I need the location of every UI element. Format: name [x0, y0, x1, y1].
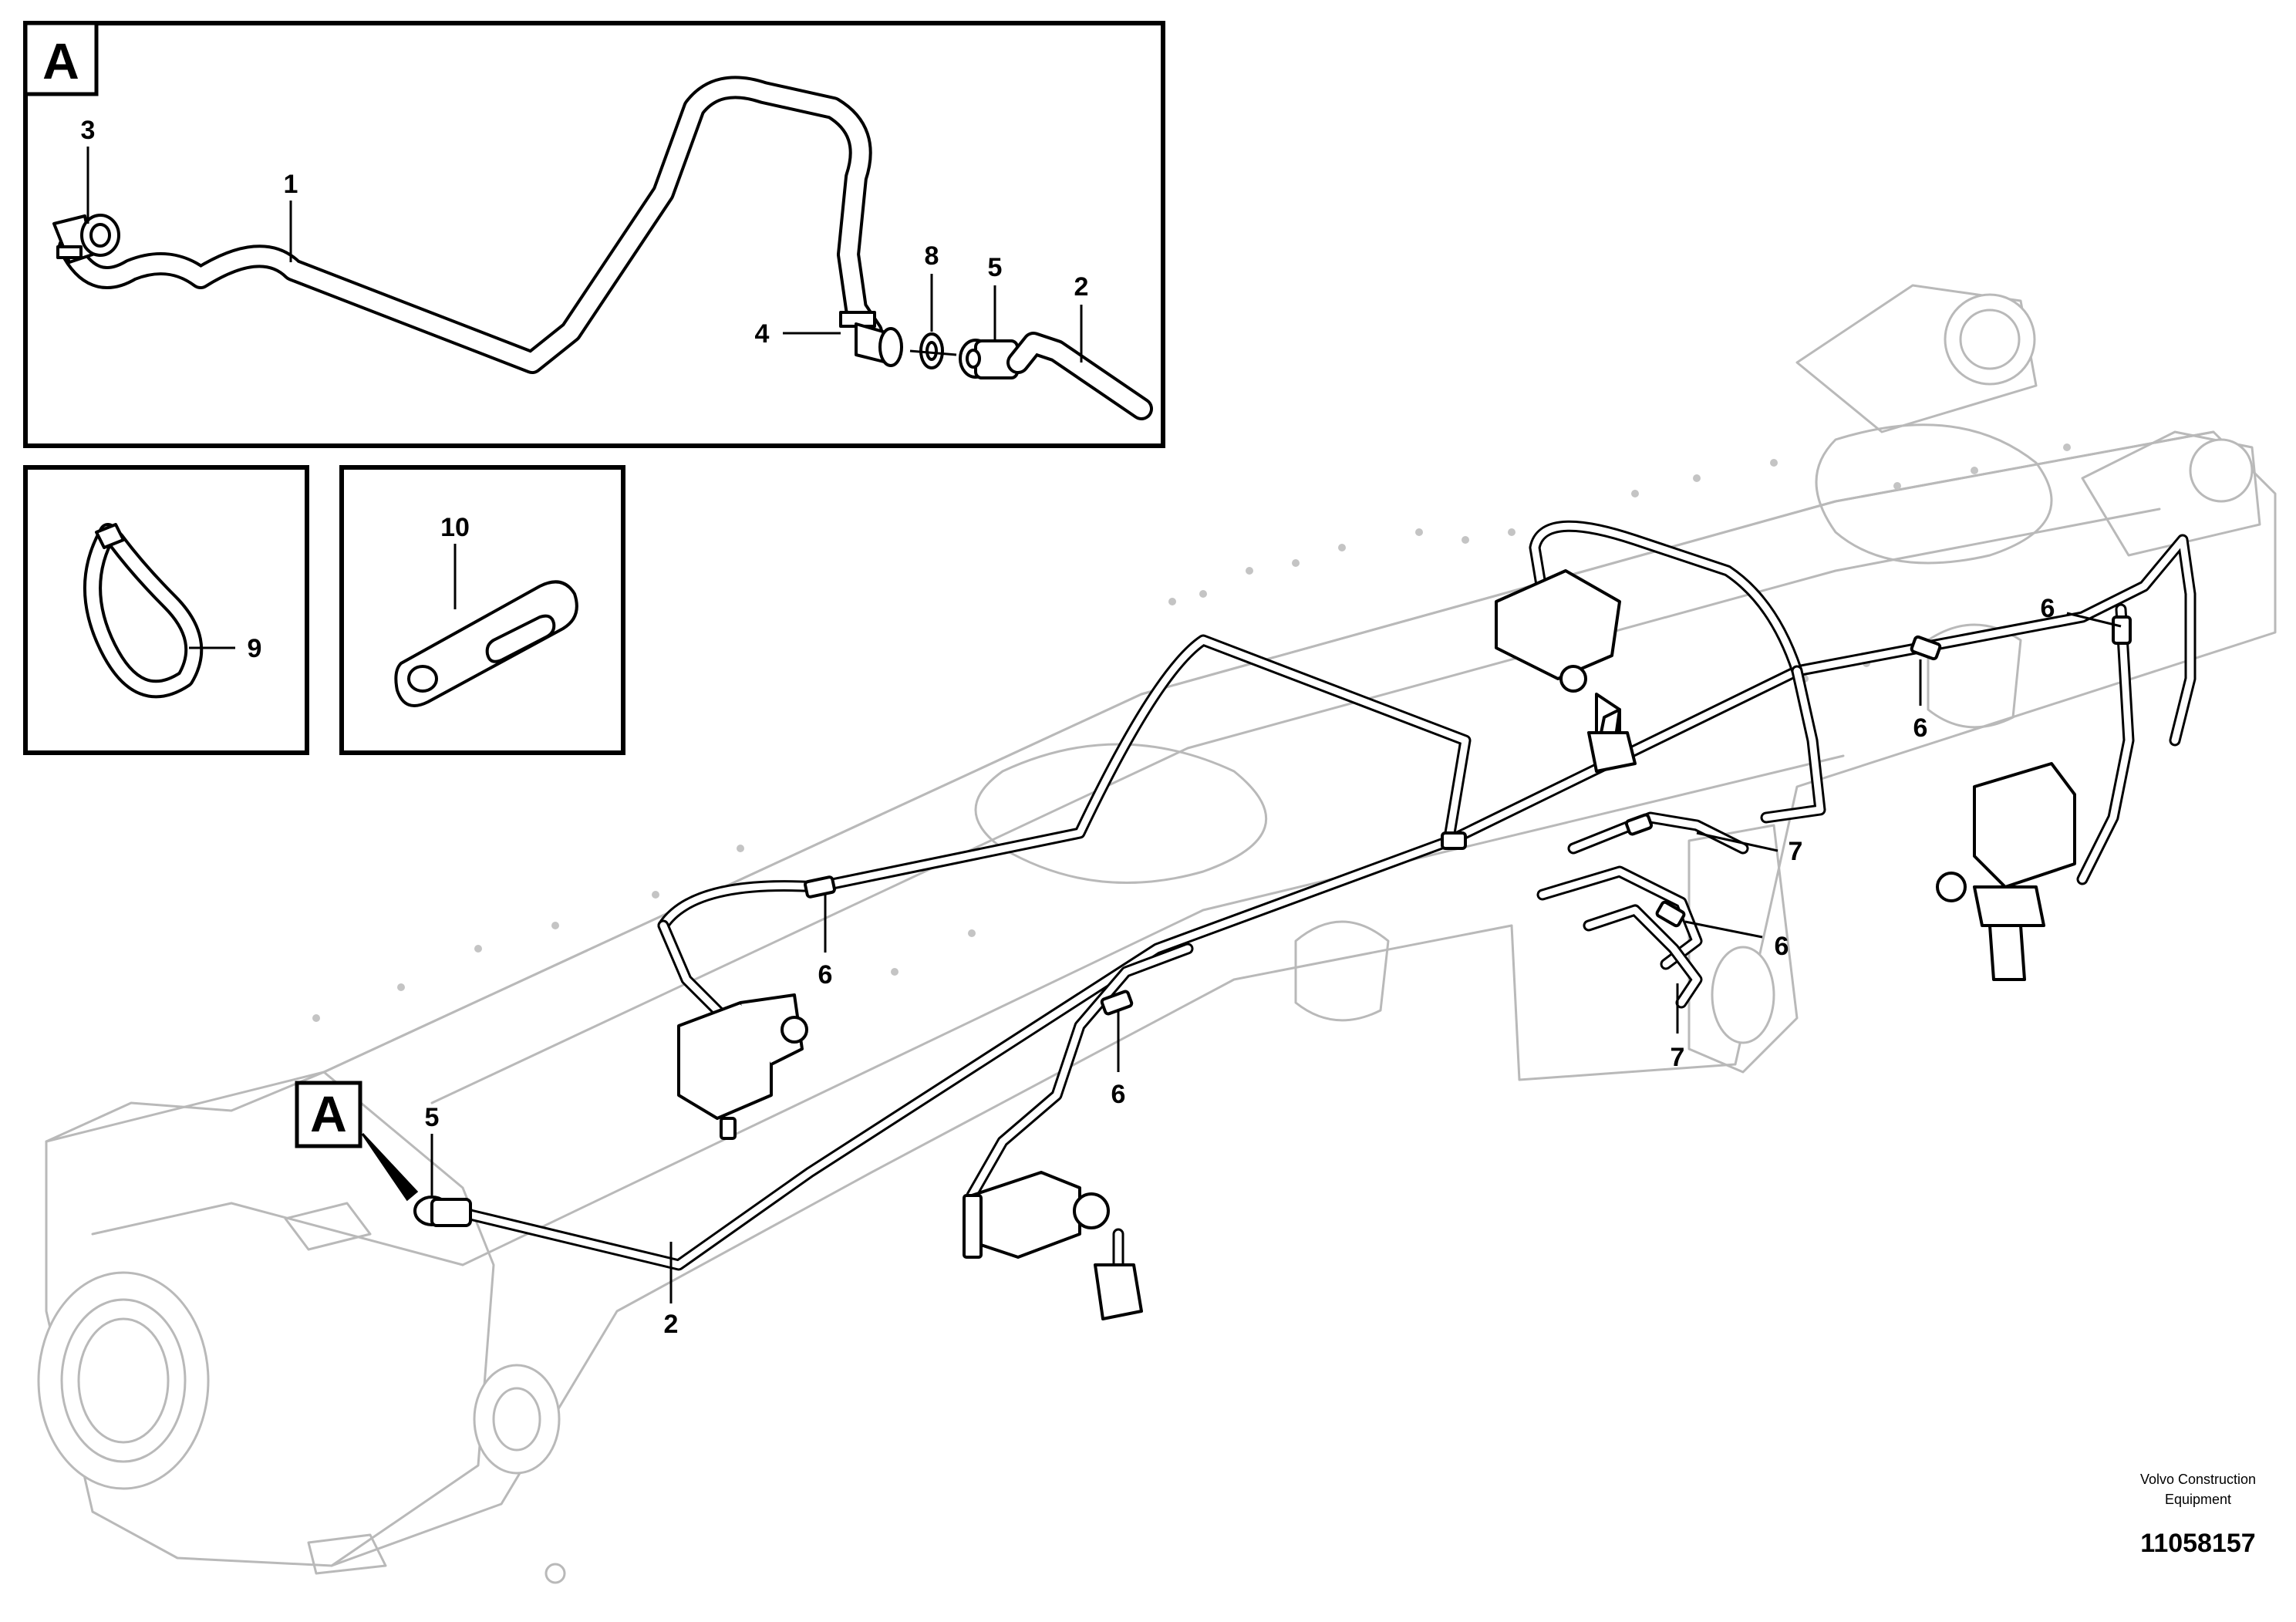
callout-4: 4: [755, 319, 770, 349]
main-callouts: 5 2 6 6 6 6 6 7 7: [425, 594, 2122, 1339]
document-number: 11058157: [2140, 1529, 2255, 1558]
callout-9: 9: [248, 634, 262, 663]
footer: Volvo Construction Equipment 11058157: [2140, 1472, 2256, 1558]
callout-6e: 6: [1775, 932, 1789, 961]
bolt-dots: [312, 443, 2071, 1022]
callout-2-detail: 2: [1074, 272, 1089, 302]
callout-8: 8: [925, 241, 939, 271]
callout-6d: 6: [2041, 594, 2055, 623]
valve-front-upper: [677, 993, 808, 1140]
callout-7b: 7: [1671, 1043, 1685, 1072]
view-a-marker-label: A: [310, 1085, 347, 1142]
pipe-fittings: [804, 615, 2132, 1016]
callout-5-main: 5: [425, 1103, 440, 1132]
connector-main-5: [413, 1195, 472, 1227]
elbow-3: [52, 214, 120, 264]
callout-6b: 6: [1111, 1080, 1126, 1109]
callout-3: 3: [81, 116, 96, 145]
callout-1: 1: [284, 170, 298, 199]
footer-company-line2: Equipment: [2165, 1492, 2231, 1507]
sensor-rear-right: [1936, 762, 2076, 981]
detail-box-bracket: 10: [339, 465, 625, 755]
view-a-label: A: [42, 32, 79, 89]
view-a-label-box: [23, 21, 99, 96]
footer-company-line1: Volvo Construction: [2140, 1472, 2256, 1487]
callout-6c: 6: [1913, 713, 1928, 743]
callout-2-main: 2: [664, 1310, 679, 1339]
callout-7a: 7: [1789, 837, 1803, 866]
detail-box-a: A: [23, 21, 1165, 448]
detail-box-a-frame: [23, 21, 1165, 448]
callout-5-detail: 5: [988, 253, 1003, 282]
detail-box-cable-tie: 9: [23, 465, 309, 755]
sensor-rear-upper: [1495, 569, 1637, 773]
washer-8: [919, 332, 944, 369]
axle-frame-ghost: [37, 284, 2277, 1584]
callout-6a: 6: [818, 960, 833, 990]
valve-front-lower: [963, 1171, 1143, 1320]
callout-10: 10: [440, 513, 470, 542]
view-a-marker: A: [295, 1081, 419, 1202]
elbow-4: [839, 311, 903, 367]
